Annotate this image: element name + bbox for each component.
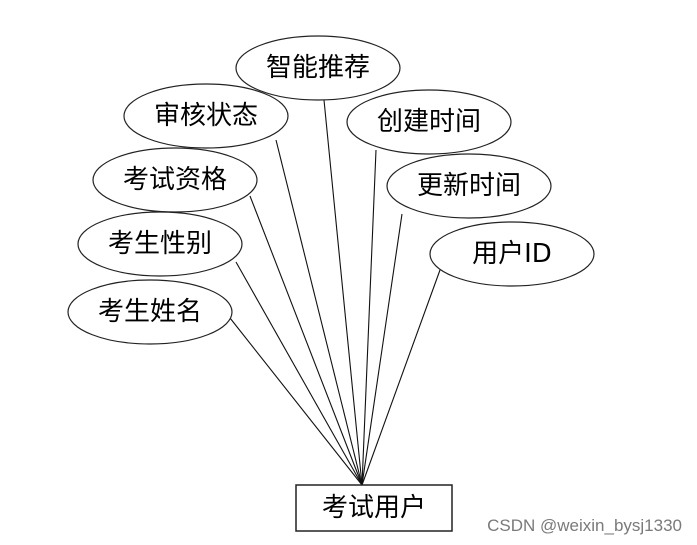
attribute-smart-recommend: 智能推荐 (235, 35, 401, 101)
attribute-exam-qualification: 考试资格 (92, 147, 258, 213)
attribute-update-time: 更新时间 (386, 153, 552, 219)
connector-review-status (275, 139, 363, 486)
connector-user-id (361, 269, 441, 486)
connector-smart-recommend (323, 99, 363, 486)
connector-lines (229, 99, 441, 486)
attribute-examinee-gender: 考生性别 (77, 211, 243, 277)
attribute-create-time: 创建时间 (346, 89, 512, 155)
attribute-review-status: 审核状态 (123, 83, 289, 149)
attribute-examinee-name: 考生姓名 (67, 279, 233, 345)
connector-create-time (361, 149, 377, 486)
connector-examinee-name (229, 317, 363, 486)
attribute-label: 创建时间 (377, 107, 481, 137)
attribute-user-id: 用户ID (429, 221, 595, 287)
attribute-label: 用户ID (472, 239, 552, 269)
attribute-label: 智能推荐 (266, 53, 370, 83)
watermark: CSDN @weixin_bysj1330 (487, 516, 682, 535)
connector-exam-qualification (249, 195, 363, 486)
entity-exam-user: 考试用户 (295, 484, 453, 532)
attribute-label: 审核状态 (154, 101, 258, 131)
connector-examinee-gender (235, 261, 363, 486)
attribute-label: 更新时间 (417, 171, 521, 201)
attribute-label: 考试资格 (123, 165, 227, 195)
attribute-label: 考生性别 (108, 229, 212, 259)
connector-update-time (361, 213, 403, 486)
attribute-label: 考生姓名 (98, 297, 202, 327)
entity-label: 考试用户 (322, 493, 426, 523)
